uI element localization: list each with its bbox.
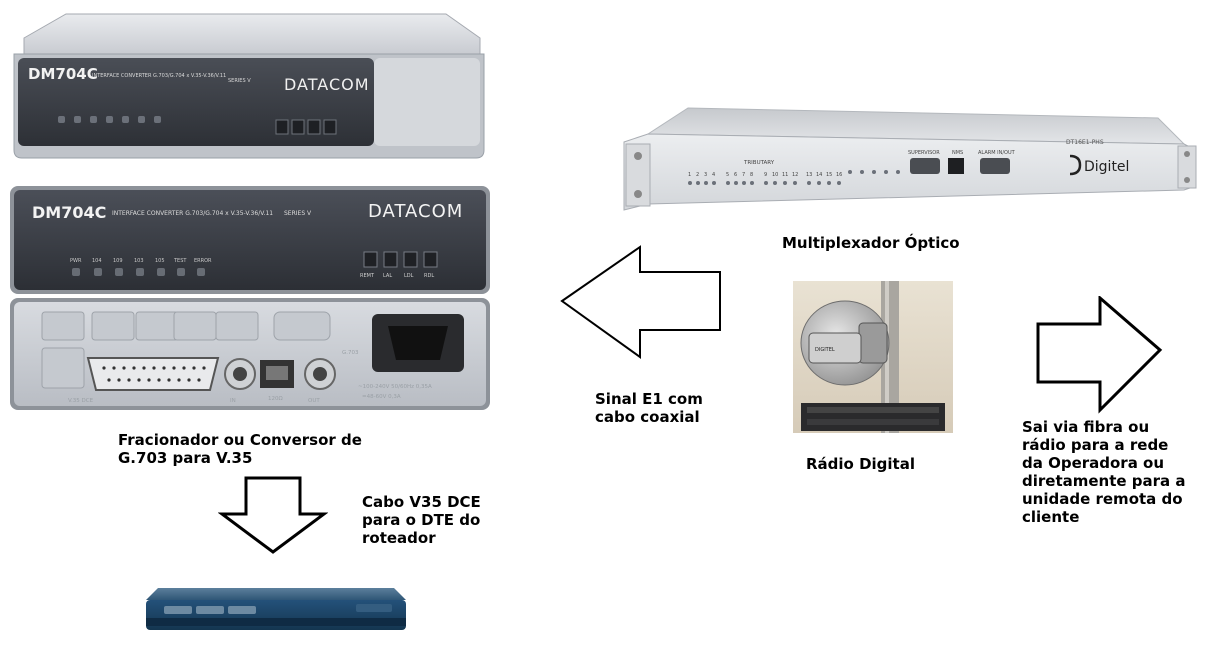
converter-top-series: SERIES V [228,78,251,84]
mux-trib-num: 3 [704,172,707,178]
mux-supervisor-label: SUPERVISOR [908,150,940,156]
multiplexador-label: Multiplexador Óptico [782,234,960,252]
mux-trib-num: 15 [826,172,832,178]
converter-front-subtitle: INTERFACE CONVERTER G.703/G.704 x V.35-V… [112,210,273,217]
button-label: LDL [404,273,414,279]
converter-front-image: DM704C INTERFACE CONVERTER G.703/G.704 x… [10,186,490,410]
mux-trib-num: 11 [782,172,788,178]
led-label: 104 [92,258,102,264]
led-indicator [177,268,185,276]
mux-trib-num: 4 [712,172,715,178]
mux-model: DT16E1-PHS [1066,139,1104,146]
mux-trib-num: 13 [806,172,812,178]
led-indicator [136,268,144,276]
led-indicator [157,268,165,276]
mux-trib-num: 9 [764,172,767,178]
converter-front-model: DM704C [32,203,106,222]
radio-image: DIGITEL [793,281,953,433]
converter-front-series: SERIES V [284,210,312,217]
rear-port-label: OUT [308,398,320,404]
arrow-down-icon [218,476,328,554]
mux-brand: Digitel [1084,159,1129,175]
led-indicator [115,268,123,276]
multiplexer-image: TRIBUTARY 1 2 3 4 5 6 7 8 9 10 11 12 13 … [623,107,1197,211]
front-button [363,251,378,268]
led-label: 105 [155,258,165,264]
rear-port-label: V.35 DCE [68,398,94,404]
mux-trib-num: 16 [836,172,842,178]
fracionador-label: Fracionador ou Conversor de G.703 para V… [118,431,362,467]
arrow-left-icon [560,245,721,359]
sinal-e1-label: Sinal E1 com cabo coaxial [595,390,703,426]
led-label: 103 [134,258,144,264]
mux-trib-num: 10 [772,172,778,178]
converter-top-subtitle: INTERFACE CONVERTER G.703/G.704 x V.35-V… [92,73,226,79]
rear-power-ac: ~100-240V 50/60Hz 0,35A [358,384,432,390]
button-label: REMT [360,273,375,279]
mux-tributary-label: TRIBUTARY [743,160,775,166]
mux-trib-num: 5 [726,172,729,178]
mux-trib-num: 14 [816,172,822,178]
mux-trib-num: 12 [792,172,798,178]
led-label: ERROR [194,258,212,264]
digitel-logo-icon [1069,154,1082,176]
router-image [146,588,406,630]
led-label: 109 [113,258,123,264]
mux-trib-num: 7 [742,172,745,178]
front-button [403,251,418,268]
led-indicator [72,268,80,276]
mux-trib-num: 8 [750,172,753,178]
led-label: TEST [173,258,187,264]
converter-front-brand: DATACOM [368,201,463,222]
mux-nms-label: NMS [952,150,963,156]
front-button [423,251,438,268]
converter-top-brand: DATACOM [284,75,370,94]
led-indicator [197,268,205,276]
front-button [383,251,398,268]
cabo-v35-label: Cabo V35 DCE para o DTE do roteador [362,493,481,547]
arrow-right-icon [1036,296,1163,414]
mux-trib-num: 6 [734,172,737,178]
sai-via-label: Sai via fibra ou rádio para a rede da Op… [1022,418,1186,526]
button-label: LAL [383,273,392,279]
radio-brand: DIGITEL [815,347,835,353]
converter-top-image: DM704C INTERFACE CONVERTER G.703/G.704 x… [13,13,485,159]
mux-alarm-label: ALARM IN/OUT [978,150,1016,156]
converter-top-model: DM704C [28,65,98,83]
mux-trib-num: 2 [696,172,699,178]
button-label: RDL [424,273,434,279]
rear-g703-label: G.703 [342,350,359,356]
rear-port-label: 120Ω [268,396,283,402]
led-indicator [94,268,102,276]
rear-power-dc: =48-60V 0,3A [362,394,401,400]
led-label: PWR [70,258,82,264]
radio-digital-label: Rádio Digital [806,455,915,473]
mux-trib-num: 1 [688,172,691,178]
rear-port-label: IN [230,398,236,404]
